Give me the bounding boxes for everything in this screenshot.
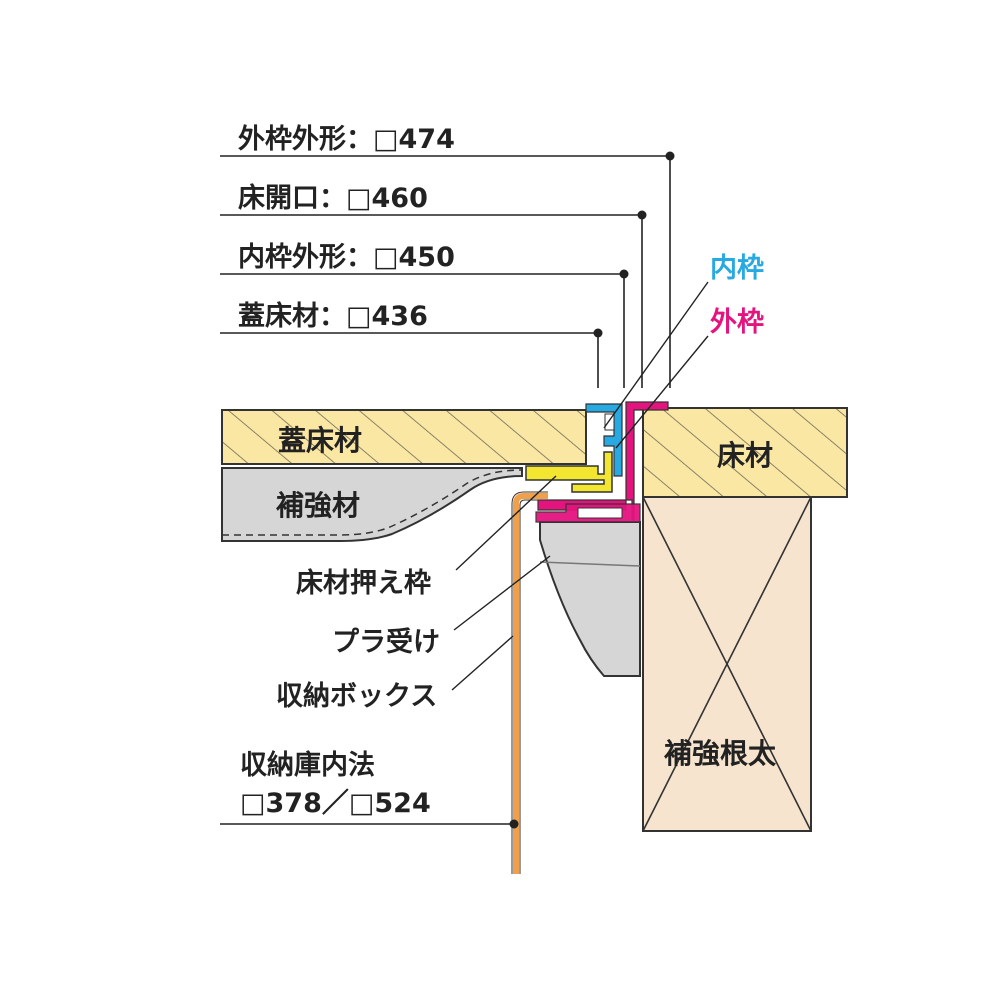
floor-label: 床材 xyxy=(717,439,773,472)
floor-board xyxy=(642,407,848,498)
plastic-receiver xyxy=(539,521,641,677)
floor-holder-frame xyxy=(525,451,613,493)
lid-floor-label: 蓋床材 xyxy=(278,424,362,457)
reinforcement-plate xyxy=(221,467,523,542)
outer-frame-label: 外枠 xyxy=(710,307,764,338)
lid-floor-dimension: 蓋床材：□436 xyxy=(238,300,428,332)
storage-dim-values: □378／□524 xyxy=(240,788,431,819)
storage-dim-title: 収納庫内法 xyxy=(240,749,375,781)
reinforcement-dashed-line xyxy=(222,469,523,536)
plastic-receiver-edge xyxy=(539,561,641,567)
plastic-receiver-label: プラ受け xyxy=(332,626,440,658)
outer-frame-dimension: 外枠外形：□474 xyxy=(238,124,455,155)
inner-frame-dimension: 内枠外形：□450 xyxy=(238,242,455,273)
reinforcing-joist xyxy=(642,496,812,832)
joist-label: 補強根太 xyxy=(663,737,777,770)
inner-frame xyxy=(585,403,623,477)
inner-frame-slot xyxy=(604,413,615,431)
dimension-dots xyxy=(593,151,675,338)
storage-box-wall-edge xyxy=(511,491,548,874)
storage-box-wall xyxy=(513,493,548,874)
part-label-leaders xyxy=(220,475,557,825)
storage-box-label: 収納ボックス xyxy=(276,680,437,712)
storage-dim-dot xyxy=(509,819,519,829)
outer-frame-gap xyxy=(577,507,623,519)
frame-label-leaders xyxy=(603,281,709,449)
inner-frame-label: 内枠 xyxy=(710,253,764,284)
floor-holder-label: 床材押え枠 xyxy=(296,567,431,599)
floor-opening-dimension: 床開口：□460 xyxy=(238,182,428,214)
reinforcement-label: 補強材 xyxy=(275,489,360,522)
lid-floor-board xyxy=(221,409,587,465)
